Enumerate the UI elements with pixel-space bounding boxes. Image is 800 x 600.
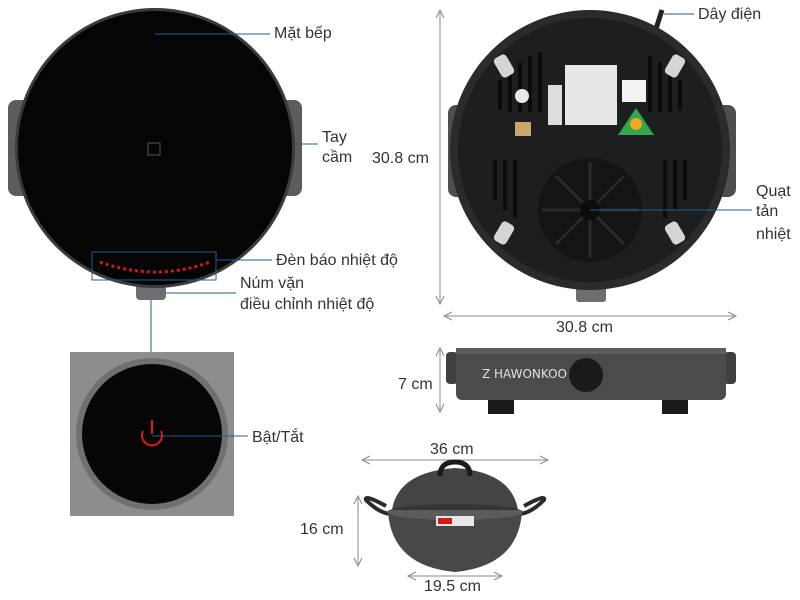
temperature-indicator-leds xyxy=(99,260,211,274)
spec-label-sticker xyxy=(565,65,617,125)
cooktop-bottom-view xyxy=(435,8,752,321)
side-brand-logo: Z HAWONKOO xyxy=(482,367,567,381)
label-den-bao: Đèn báo nhiệt độ xyxy=(276,252,398,269)
power-button-detail xyxy=(70,352,248,516)
vent-slots xyxy=(493,52,687,218)
pot-brand-sticker xyxy=(436,516,474,526)
label-tay-cam-line2: cầm xyxy=(322,149,353,166)
label-bat-tat: Bật/Tắt xyxy=(252,429,304,446)
dim-label-side-height: 7 cm xyxy=(398,376,433,393)
label-num-van-line2: điều chỉnh nhiệt độ xyxy=(240,296,375,313)
indicator-highlight-box xyxy=(91,251,217,281)
qr-sticker-icon xyxy=(622,80,646,102)
dim-label-height-back: 30.8 cm xyxy=(372,150,429,167)
pot-handle-right xyxy=(517,496,547,516)
label-mat-bep: Mặt bếp xyxy=(274,25,332,42)
cooktop-top-view xyxy=(8,8,318,352)
pot-view xyxy=(353,455,550,581)
center-mark-icon xyxy=(147,142,161,156)
lid-knob xyxy=(437,459,473,477)
dim-label-pot-height: 16 cm xyxy=(300,521,344,538)
label-quat-line2: tản xyxy=(756,203,779,220)
pot-glass-lid xyxy=(392,468,518,510)
side-knob xyxy=(569,358,603,392)
cooktop-side-view: Z HAWONKOO xyxy=(435,346,736,414)
dim-label-width-back: 30.8 cm xyxy=(556,319,613,336)
label-quat-line3: nhiệt xyxy=(756,226,791,243)
label-num-van-line1: Núm vặn xyxy=(240,275,305,292)
pot-body xyxy=(388,512,522,572)
dim-label-pot-base: 19.5 cm xyxy=(424,578,481,595)
pot-handle-left xyxy=(363,496,393,516)
label-tay-cam-line1: Tay xyxy=(322,129,347,146)
dim-label-pot-width: 36 cm xyxy=(430,441,474,458)
label-day-dien: Dây điện xyxy=(698,6,762,23)
label-quat-line1: Quạt xyxy=(756,183,791,200)
rubber-foot xyxy=(493,54,515,78)
cooktop-glass xyxy=(18,11,292,285)
